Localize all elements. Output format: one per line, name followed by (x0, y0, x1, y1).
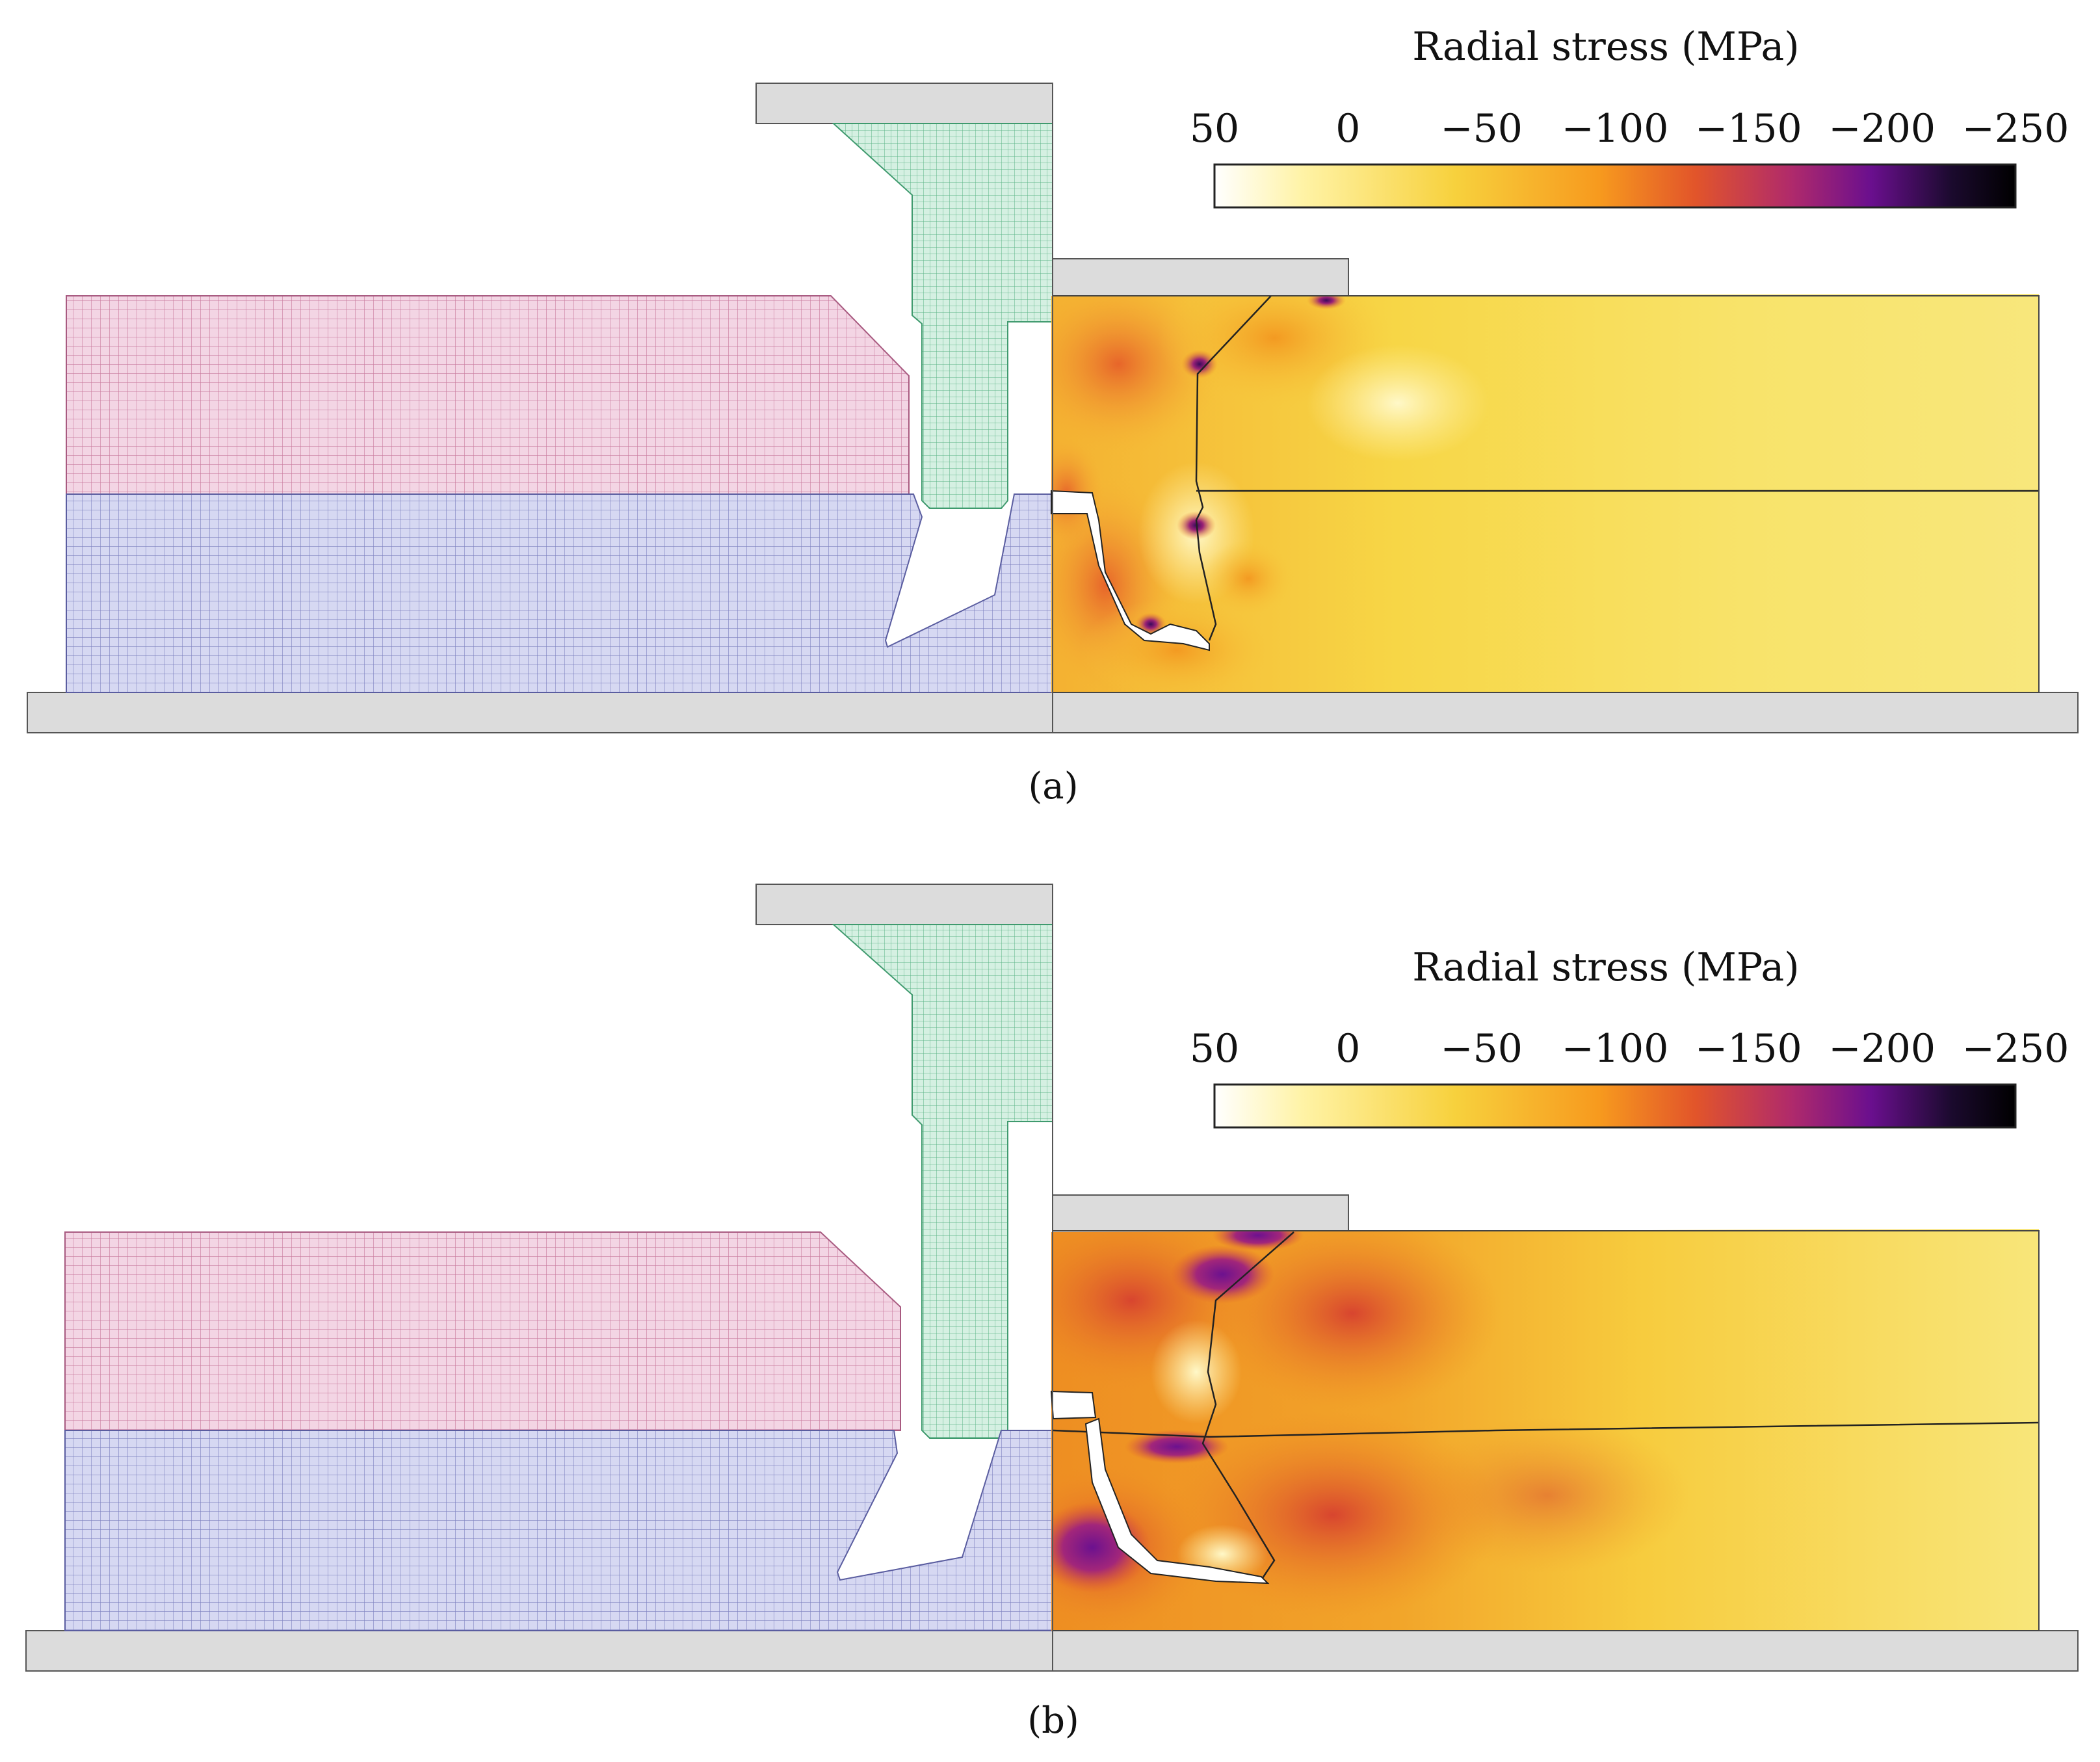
colorbar-tick-label: 50 (1190, 106, 1239, 151)
holder-mesh (64, 1231, 901, 1431)
colorbar-gradient (1213, 163, 2017, 209)
colorbar-tick-label: −150 (1695, 106, 1802, 151)
colorbar-ticks: 50 0 −50 −100 −150 −200 −250 (1190, 1026, 2069, 1072)
colorbar-tick-label: −100 (1562, 106, 1669, 151)
colorbar-b: Radial stress (MPa) 50 0 −50 −100 −150 −200 −2… (1190, 945, 2069, 1129)
shear-band-b (1201, 1231, 1294, 1581)
upper-die-plate (755, 884, 1053, 925)
blankholder-plate (1052, 258, 1349, 300)
colorbar-tick-label: −250 (1962, 1026, 2069, 1072)
colorbar-tick-label: −50 (1440, 1026, 1523, 1072)
colorbar-tick-label: −200 (1828, 106, 1936, 151)
blankholder-plate (1052, 1194, 1349, 1233)
colorbar-tick-label: −50 (1440, 106, 1523, 151)
caption-a: (a) (1028, 765, 1078, 808)
colorbar-title: Radial stress (MPa) (1412, 945, 1799, 990)
colorbar-tick-label: 0 (1335, 106, 1360, 151)
colorbar-tick-label: −100 (1562, 1026, 1669, 1072)
colorbar-tick-label: −250 (1962, 106, 2069, 151)
stress-field-b (1051, 1229, 2039, 1631)
caption-b: (b) (1027, 1700, 1079, 1742)
colorbar-gradient (1213, 1083, 2017, 1129)
colorbar-ticks: 50 0 −50 −100 −150 −200 −250 (1190, 106, 2069, 151)
shear-band-a (1195, 295, 1272, 641)
holder-mesh (66, 295, 910, 495)
colorbar-tick-label: −150 (1695, 1026, 1802, 1072)
colorbar-tick-label: 0 (1335, 1026, 1360, 1072)
panel-b: Radial stress (MPa) 50 0 −50 −100 −150 −200 −2… (25, 884, 2079, 1742)
panel-a: Radial stress (MPa) 50 0 −50 −100 −150 −200 −2… (27, 24, 2079, 808)
sheet-mesh (64, 1430, 1053, 1631)
colorbar-title: Radial stress (MPa) (1412, 24, 1799, 70)
upper-die-plate (755, 83, 1053, 124)
colorbar-tick-label: 50 (1190, 1026, 1239, 1072)
sheet-mesh (66, 493, 1053, 693)
cavity-a (1051, 490, 1210, 651)
colorbar-a: Radial stress (MPa) 50 0 −50 −100 −150 −200 −2… (1190, 24, 2069, 209)
interface-line-b (1053, 1421, 2040, 1438)
colorbar-tick-label: −200 (1828, 1026, 1936, 1072)
